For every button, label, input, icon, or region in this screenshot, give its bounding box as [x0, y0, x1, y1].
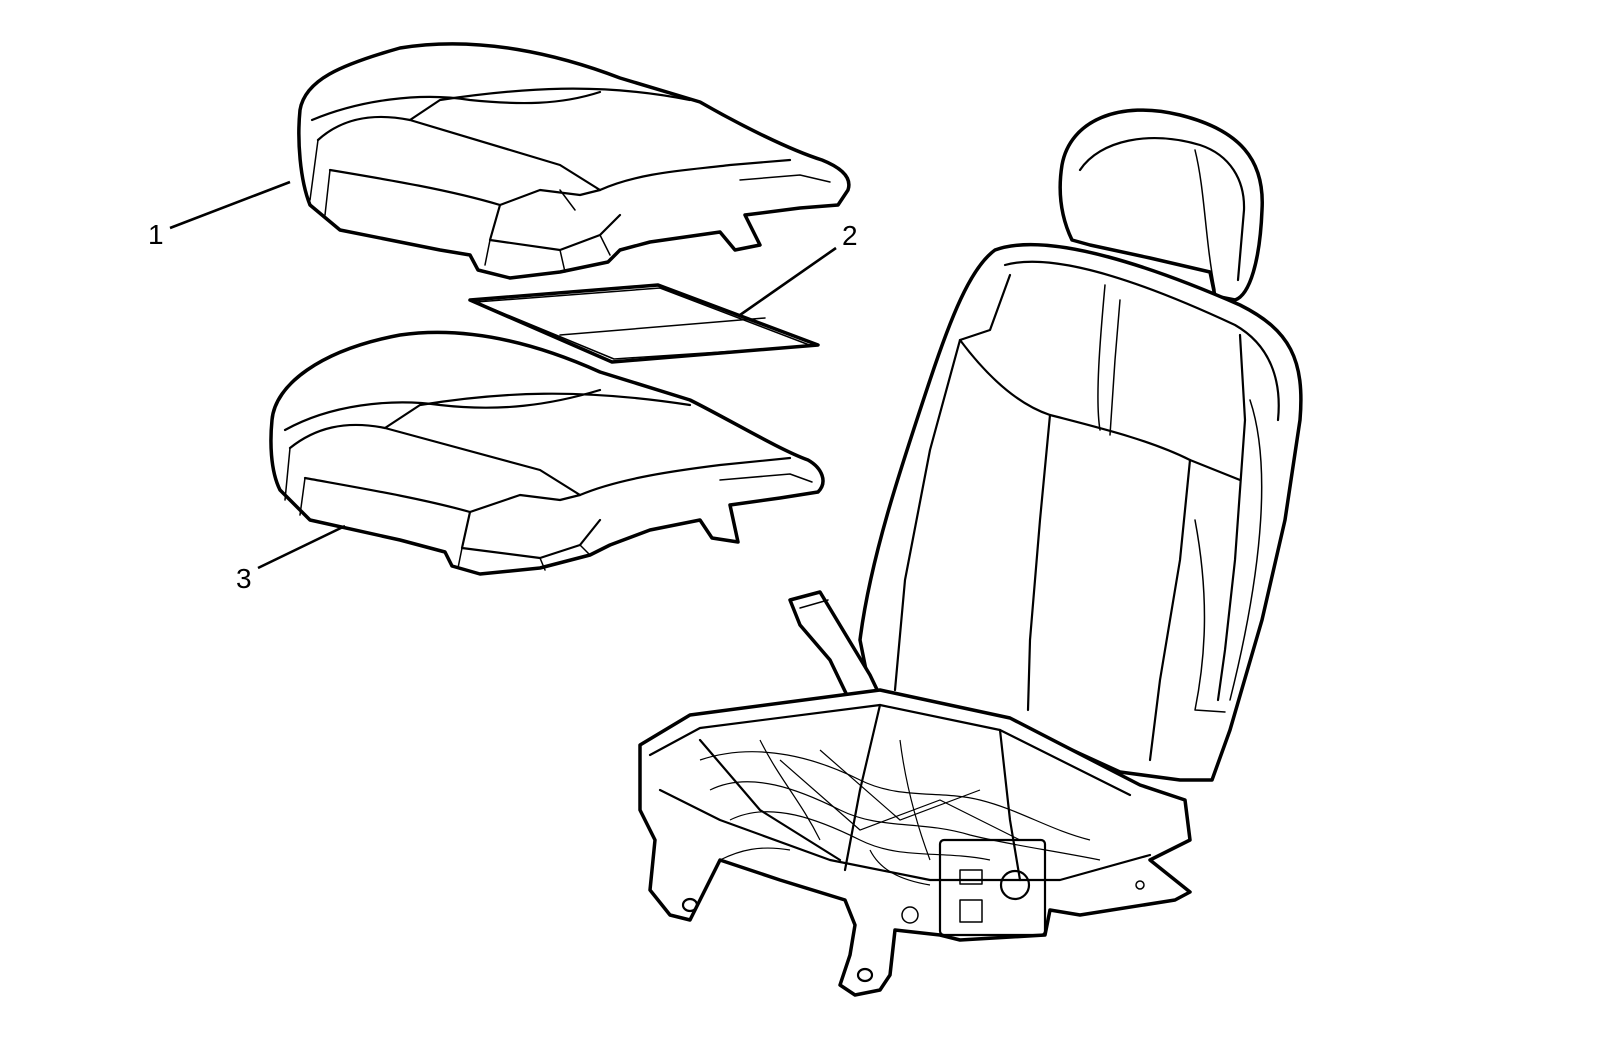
callout-1: 1 — [148, 180, 291, 250]
seat-assembly — [638, 108, 1303, 997]
callout-1-label: 1 — [148, 219, 164, 250]
seat-heater-pad — [468, 283, 820, 364]
headrest — [1058, 108, 1264, 302]
seat-frame — [638, 688, 1192, 997]
seat-cushion-pad — [269, 330, 825, 576]
callout-3-label: 3 — [236, 563, 252, 594]
callout-2-label: 2 — [842, 220, 858, 251]
seat-cushion-cover — [297, 42, 851, 280]
callout-2: 2 — [739, 220, 858, 317]
seat-switch-module — [938, 838, 1047, 937]
frame-wiring — [699, 739, 1101, 886]
seat-back — [858, 242, 1303, 782]
callout-3: 3 — [236, 524, 346, 594]
